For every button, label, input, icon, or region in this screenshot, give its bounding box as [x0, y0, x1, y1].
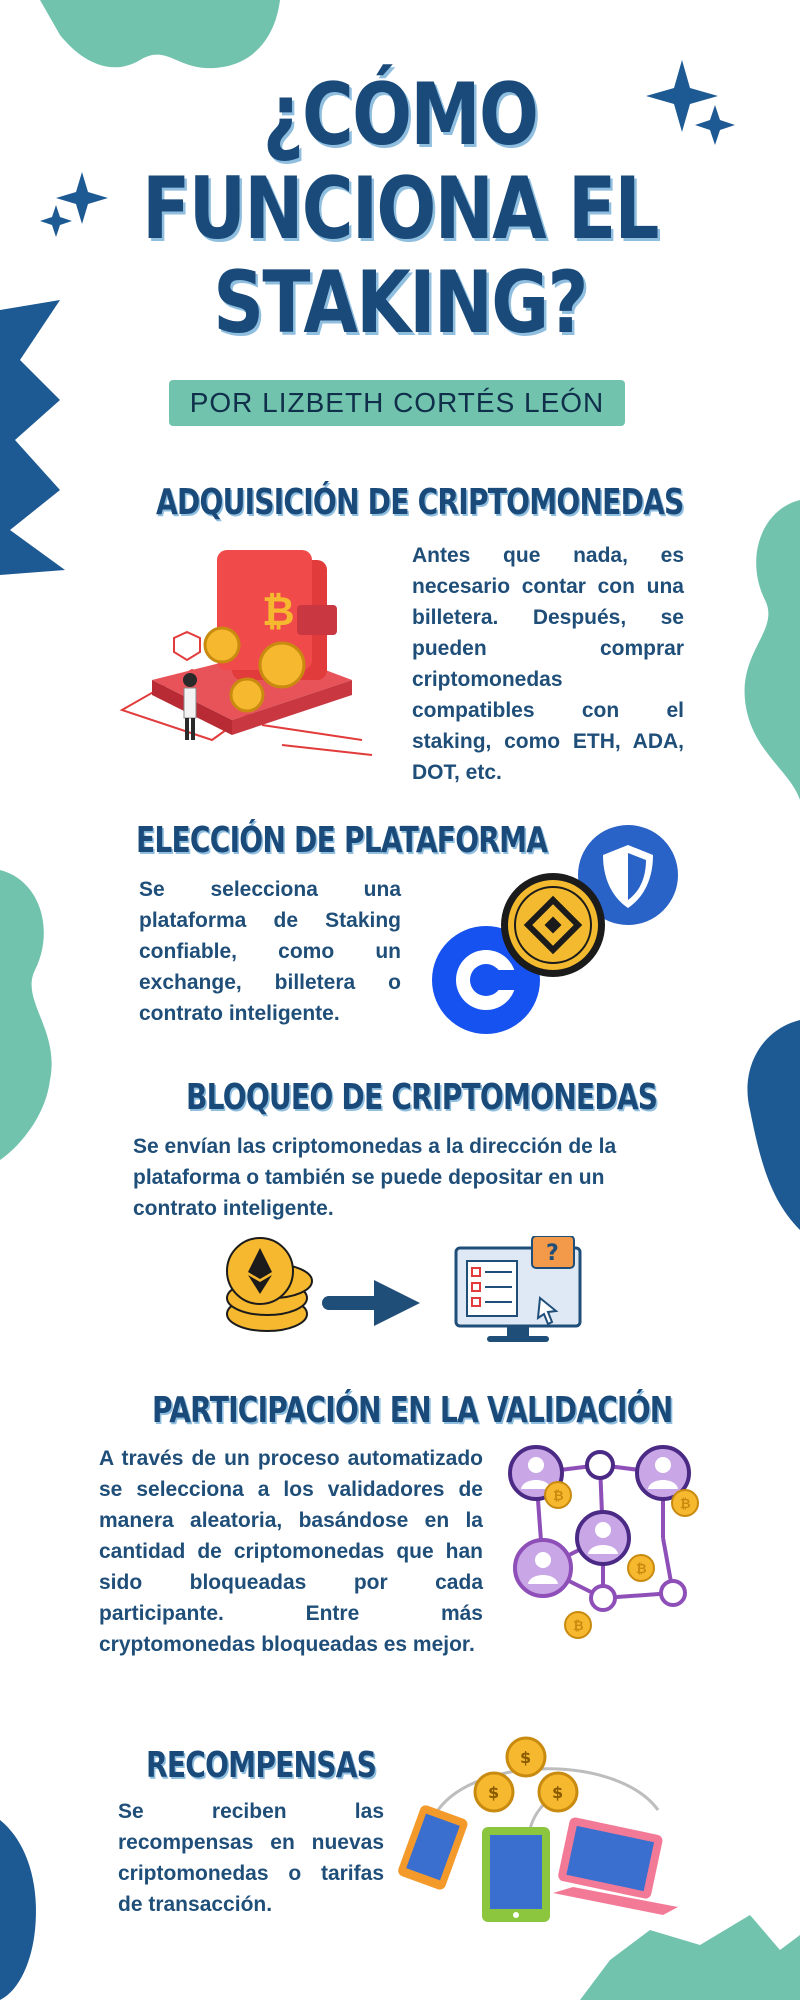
ethereum-coins-icon — [226, 1237, 313, 1332]
right-teal-wave — [744, 500, 800, 800]
sparkle-icon — [646, 60, 718, 132]
phone-icon — [398, 1805, 468, 1890]
svg-text:?: ? — [546, 1241, 559, 1266]
svg-text:$: $ — [552, 1783, 563, 1802]
svg-text:$: $ — [520, 1748, 531, 1767]
page-title-line-3: STAKING? — [213, 253, 588, 353]
page-title-line-2: FUNCIONA EL — [142, 159, 659, 259]
page-title-line-1: ¿CÓMO — [262, 65, 539, 165]
sparkle-icon — [695, 105, 735, 145]
section-text-platform: Se selecciona una plataforma de Staking … — [139, 878, 401, 1025]
author-banner: POR LIZBETH CORTÉS LEÓN — [169, 380, 625, 426]
section-text-acquisition: Antes que nada, es necesario contar con … — [412, 544, 684, 784]
devices-coins-illustration: $ $ $ — [398, 1736, 678, 1922]
bitcoin-wallet-illustration: ₿ — [119, 550, 373, 756]
platform-logos — [432, 825, 678, 1034]
svg-text:₿: ₿ — [680, 1497, 691, 1512]
bottom-right-teal — [580, 1915, 800, 2000]
left-navy-spikes — [0, 300, 65, 575]
svg-text:₿: ₿ — [636, 1562, 647, 1577]
svg-text:$: $ — [488, 1783, 499, 1802]
laptop-icon — [553, 1817, 678, 1915]
blocking-illustration: ? — [226, 1236, 582, 1342]
svg-text:₿: ₿ — [553, 1489, 564, 1504]
shield-icon — [578, 825, 678, 925]
tablet-icon — [482, 1827, 550, 1922]
section-heading-blocking: BLOQUEO DE CRIPTOMONEDAS — [186, 1077, 658, 1118]
left-teal-wave — [0, 870, 52, 1160]
svg-text:₿: ₿ — [573, 1619, 584, 1634]
section-heading-rewards: RECOMPENSAS — [146, 1745, 377, 1786]
validator-network-illustration: ₿ ₿ ₿ ₿ — [508, 1445, 699, 1639]
right-navy-blob — [747, 1020, 800, 1230]
section-heading-acquisition: ADQUISICIÓN DE CRIPTOMONEDAS — [156, 482, 684, 523]
binance-icon — [501, 873, 605, 977]
sparkle-icon — [56, 172, 108, 224]
section-heading-platform: ELECCIÓN DE PLATAFORMA — [136, 820, 548, 861]
computer-survey-icon: ? — [454, 1236, 582, 1342]
arrow-right-icon — [322, 1280, 420, 1326]
section-text-validation: A través de un proceso automatizado se s… — [99, 1447, 483, 1656]
section-text-rewards: Se reciben las recompensas en nuevas cri… — [118, 1800, 384, 1916]
section-text-blocking: Se envían las criptomonedas a la direcci… — [133, 1135, 617, 1220]
svg-text:₿: ₿ — [262, 589, 295, 635]
sparkle-icon — [40, 205, 72, 237]
section-heading-validation: PARTICIPACIÓN EN LA VALIDACIÓN — [152, 1390, 673, 1431]
bottom-left-navy — [0, 1820, 36, 2000]
top-teal-blob — [40, 0, 280, 69]
